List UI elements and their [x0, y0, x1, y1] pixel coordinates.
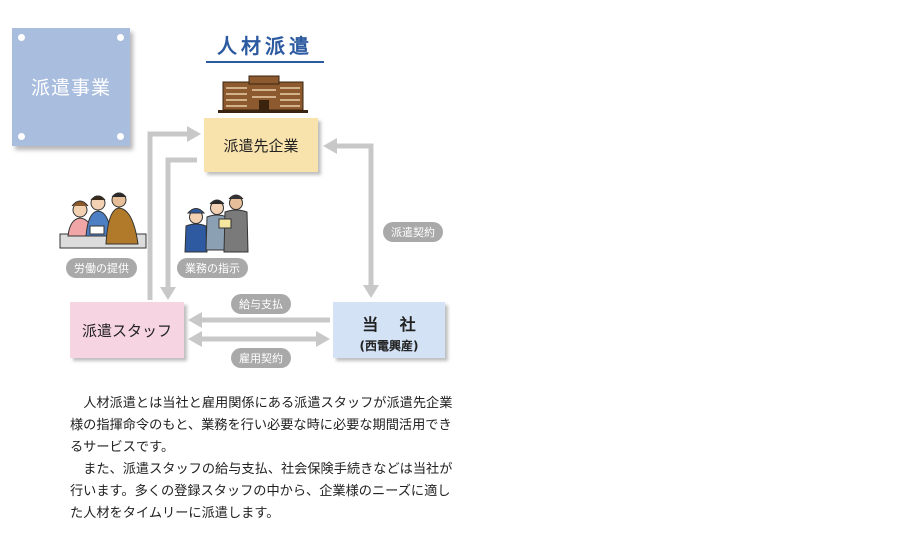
salary-payment-label: 給与支払 — [231, 294, 291, 314]
description-paragraph: また、派遣スタッフの給与支払、社会保険手続きなどは当社が行います。多くの登録スタ… — [70, 462, 453, 521]
client-company-box: 派遣先企業 — [204, 118, 318, 172]
our-company-sublabel: (西電興産) — [359, 339, 419, 353]
badge-dot — [117, 34, 124, 41]
badge-dot — [18, 133, 25, 140]
description-paragraph: 人材派遣とは当社と雇用関係にある派遣スタッフが派遣先企業様の指揮命令のもと、業務… — [70, 396, 453, 455]
badge-dot — [18, 34, 25, 41]
labor-arrow — [147, 131, 190, 300]
direction-arrow — [165, 157, 197, 290]
badge-label: 派遣事業 — [30, 77, 111, 99]
section-badge: 派遣事業 — [12, 28, 130, 146]
dispatch-staff-label: 派遣スタッフ — [81, 322, 172, 340]
labor-provision-label: 労働の提供 — [66, 258, 137, 278]
our-company-label: 当 社 — [362, 315, 424, 334]
dispatch-contract-label: 派遣契約 — [383, 222, 443, 242]
work-direction-label: 業務の指示 — [177, 258, 248, 278]
page-title: 人材派遣 — [206, 30, 324, 63]
our-company-box: 当 社 (西電興産) — [333, 302, 445, 358]
contract-arrow — [334, 143, 374, 288]
client-company-label: 派遣先企業 — [223, 137, 299, 155]
dispatch-staff-box: 派遣スタッフ — [70, 302, 184, 358]
badge-dot — [117, 133, 124, 140]
description-text: 人材派遣とは当社と雇用関係にある派遣スタッフが派遣先企業様の指揮命令のもと、業務… — [70, 393, 458, 525]
employment-contract-label: 雇用契約 — [231, 348, 291, 368]
